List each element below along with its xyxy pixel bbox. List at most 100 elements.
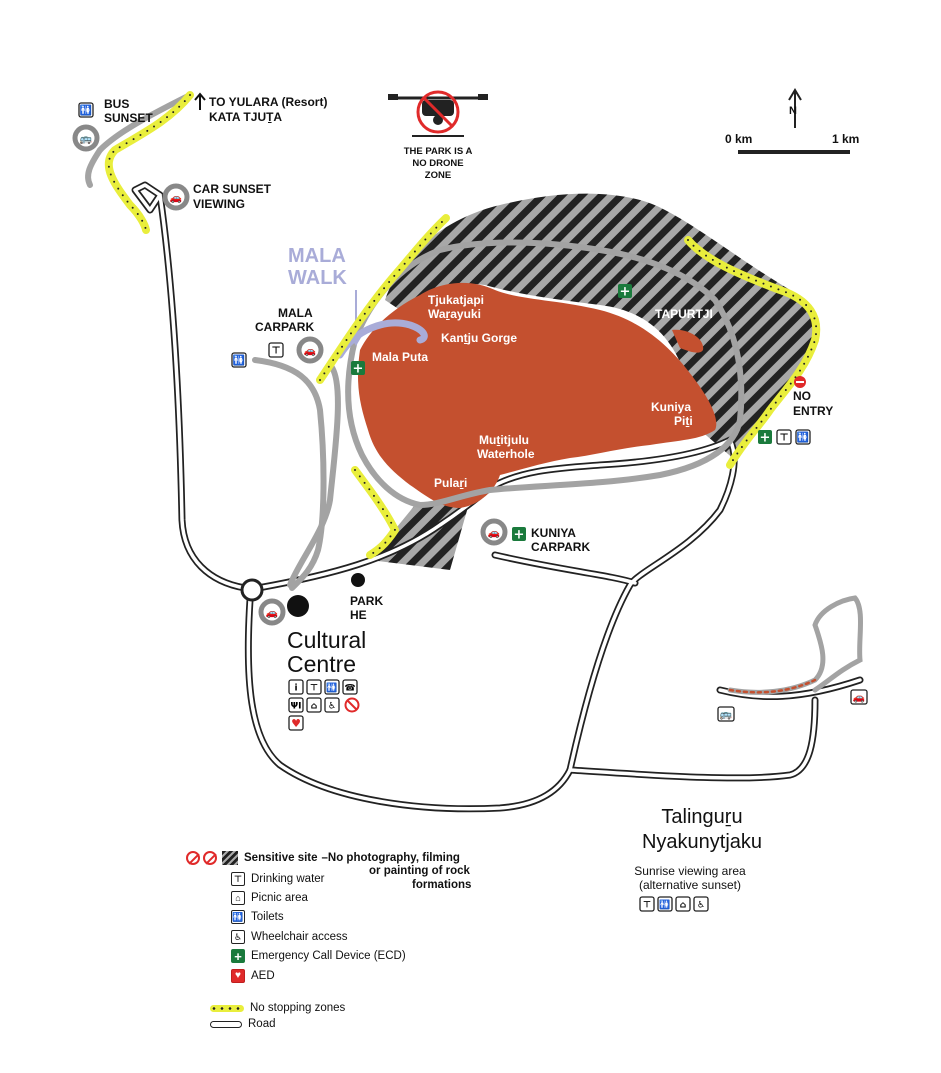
tjukatjapi-label-1: Tjukatjapi: [428, 293, 484, 307]
legend-road-label: Road: [248, 1018, 276, 1030]
bus-sunset-label-1: BUS: [104, 97, 129, 111]
svg-text:+: +: [620, 285, 631, 300]
legend-sensitive-desc-1: –No photography, filming: [321, 852, 460, 864]
svg-text:🚻: 🚻: [233, 354, 245, 367]
mala-carpark-marker: [296, 336, 324, 364]
svg-text:🚻: 🚻: [659, 899, 670, 911]
toilets-icon: 🚻: [231, 910, 245, 924]
svg-text:+: +: [760, 431, 771, 446]
svg-text:⊤: ⊤: [779, 433, 788, 444]
toilets-icon: [78, 102, 94, 118]
kuniya-carpark-label-1: KUNIYA: [531, 526, 576, 540]
to-yulara-label-2: KATA TJUṮA: [209, 110, 282, 124]
picnic-icon: [675, 896, 691, 912]
svg-text:🚗: 🚗: [853, 693, 865, 704]
car-sunset-marker: [162, 183, 190, 211]
svg-text:+: +: [514, 528, 525, 543]
drone-text-3: ZONE: [425, 170, 451, 181]
arrow-up-icon: [194, 92, 206, 110]
legend-wheelchair: ♿ Wheelchair access: [231, 929, 348, 945]
talinguru-label-2: Nyakunytjaku: [642, 831, 762, 853]
park-he-label-1: PARK: [350, 594, 383, 608]
svg-text:⊤: ⊤: [310, 684, 318, 694]
legend-drinking-label: Drinking water: [251, 873, 325, 885]
car-sunset-label-1: CAR SUNSET: [193, 182, 272, 196]
legend-wheelchair-label: Wheelchair access: [251, 931, 348, 943]
svg-text:+: +: [353, 362, 364, 377]
cultural-centre-car-marker: [258, 598, 286, 626]
car-icon: 🚗: [266, 608, 278, 619]
car-sunset-label-2: VIEWING: [193, 197, 245, 211]
drone-text-1: THE PARK IS A: [404, 146, 473, 157]
no-stopping-swatch: [210, 1004, 244, 1012]
no-entry-label-1: NO: [793, 389, 811, 403]
mala-carpark-label-1: MALA: [278, 306, 313, 320]
tap-icon: [776, 429, 792, 445]
ecd-icon: +: [231, 949, 245, 963]
mutitjulu-label-2: Waterhole: [477, 447, 535, 461]
svg-text:☎: ☎: [344, 684, 355, 694]
picnic-icon: ⌂: [231, 891, 245, 905]
aed-icon: ♥: [231, 969, 245, 983]
no-stopping-zones: [104, 91, 821, 559]
scale-right: 1 km: [832, 132, 859, 146]
legend-sensitive: Sensitive site –No photography, filming: [186, 850, 460, 866]
legend-ecd: + Emergency Call Device (ECD): [231, 948, 406, 964]
legend-toilets: 🚻 Toilets: [231, 909, 284, 925]
legend-picnic: ⌂ Picnic area: [231, 890, 308, 906]
park-he-dot: [351, 573, 365, 587]
base-walk-trail: [85, 92, 745, 591]
sunrise-label-1: Sunrise viewing area: [634, 864, 746, 878]
svg-text:🚻: 🚻: [326, 682, 337, 694]
to-yulara-label-1: TO YULARA (Resort): [209, 95, 327, 109]
phone-icon: [342, 679, 358, 695]
talinguru-label-1: Talinguṟu: [661, 806, 742, 828]
road-swatch: [210, 1020, 242, 1028]
mutitjulu-label-1: Muṯitjulu: [479, 433, 529, 447]
svg-text:♿: ♿: [328, 702, 336, 712]
svg-text:⌂: ⌂: [680, 901, 687, 911]
drone-icon: [388, 90, 488, 137]
legend-sensitive-desc-3: formations: [412, 879, 472, 891]
car-icon: 🚗: [488, 528, 500, 539]
svg-text:⊤: ⊤: [271, 346, 280, 357]
svg-text:🚌: 🚌: [720, 710, 733, 721]
talinguru-facilities: ⊤ 🚻 ⌂ ♿: [639, 896, 709, 912]
svg-text:⊤: ⊤: [643, 901, 651, 911]
pulari-label: Pulaṟi: [434, 476, 467, 490]
legend-nostop-label: No stopping zones: [250, 1002, 346, 1014]
food-icon: [288, 697, 304, 713]
legend-picnic-label: Picnic area: [251, 892, 308, 904]
no-entry-label-2: ENTRY: [793, 404, 833, 418]
ecd-icon: [758, 430, 772, 444]
bus-sunset-marker: [72, 124, 100, 152]
svg-text:♥: ♥: [291, 717, 301, 730]
car-icon: 🚗: [170, 193, 182, 204]
kantju-label: Kanṯju Gorge: [441, 331, 517, 345]
kuniya-piti-label-1: Kuniya: [651, 400, 691, 414]
tjukatjapi-label-2: Waṟayuki: [428, 307, 481, 321]
toilets-icon: [324, 679, 340, 695]
svg-text:🚻: 🚻: [797, 431, 809, 444]
svg-text:🚻: 🚻: [80, 104, 92, 117]
mala-puta-label: Mala Puta: [372, 350, 428, 364]
north-label: N: [789, 105, 797, 117]
legend-ecd-label: Emergency Call Device (ECD): [251, 950, 406, 962]
mala-walk-label-1: MALA: [288, 245, 346, 267]
kuniya-piti-label-2: Piṯi: [674, 414, 693, 428]
uluru-rock: [357, 282, 717, 508]
mala-walk-label-2: WALK: [288, 267, 347, 289]
sensitive-hatch-icon: [222, 851, 238, 865]
drone-text-2: NO DRONE: [412, 158, 463, 169]
scale-left: 0 km: [725, 132, 752, 146]
tap-icon: [268, 342, 284, 358]
legend-toilets-label: Toilets: [251, 911, 284, 923]
wheelchair-icon: [693, 896, 709, 912]
info-icon: [288, 679, 304, 695]
legend-aed-label: AED: [251, 970, 275, 982]
legend-drinking: ⊤ Drinking water: [231, 871, 325, 887]
car-icon: 🚗: [304, 346, 316, 357]
cultural-centre-dot: [287, 595, 309, 617]
legend-nostop: No stopping zones: [210, 1000, 345, 1016]
